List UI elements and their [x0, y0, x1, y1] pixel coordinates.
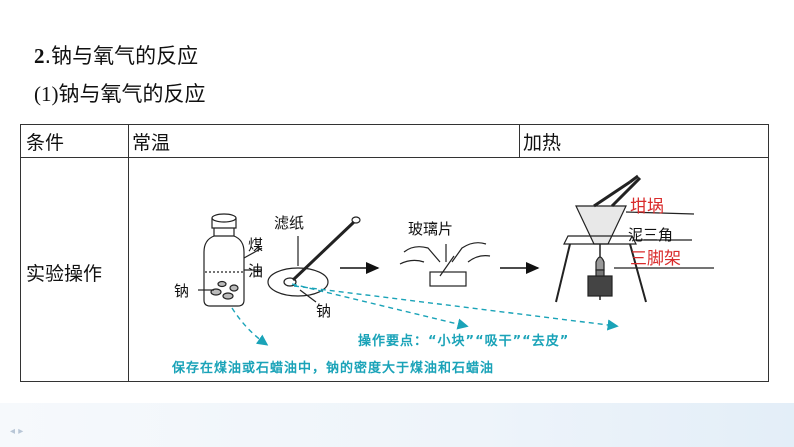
- label-sodium-left: 钠: [174, 282, 190, 300]
- storage-note: 保存在煤油或石蜡油中，钠的密度大于煤油和石蜡油: [172, 361, 495, 376]
- table-col-divider-2: [519, 124, 520, 158]
- label-tripod: 三脚架: [630, 249, 681, 269]
- label-filter-paper: 滤纸: [274, 214, 305, 232]
- header-condition: 条件: [26, 132, 65, 154]
- section-heading: 2.钠与氧气的反应: [34, 40, 198, 70]
- header-room-temp: 常温: [132, 132, 171, 154]
- subsection-number: (1): [34, 82, 59, 106]
- nav-arrows-icon[interactable]: ◂ ▸: [10, 426, 24, 437]
- heating-setup: [555, 174, 714, 303]
- reagent-bottle: [198, 213, 263, 307]
- label-kerosene-1: 煤: [248, 236, 264, 254]
- row-header-operation: 实验操作: [26, 263, 103, 285]
- experiment-table: [20, 124, 769, 382]
- subsection-heading: (1)钠与氧气的反应: [34, 78, 206, 108]
- section-title: .钠与氧气的反应: [44, 44, 199, 68]
- glass-piece-setup: [399, 242, 491, 287]
- label-glass-piece: 玻璃片: [408, 220, 454, 238]
- filter-paper-setup: [267, 216, 361, 303]
- label-clay-triangle: 泥三角: [628, 226, 674, 244]
- table-col-divider-1: [128, 124, 129, 382]
- subsection-title: 钠与氧气的反应: [58, 82, 206, 106]
- header-heating: 加热: [523, 132, 562, 154]
- section-number: 2: [34, 44, 45, 68]
- annotation-guides: [231, 283, 619, 346]
- operation-key-points-note: 操作要点：“小块”“吸干”“去皮”: [358, 334, 570, 349]
- table-header-divider: [20, 157, 769, 158]
- label-kerosene-2: 油: [248, 262, 264, 280]
- footer-decoration: [0, 403, 794, 447]
- label-crucible: 坩埚: [630, 197, 664, 217]
- label-sodium-bottom: 钠: [316, 302, 332, 320]
